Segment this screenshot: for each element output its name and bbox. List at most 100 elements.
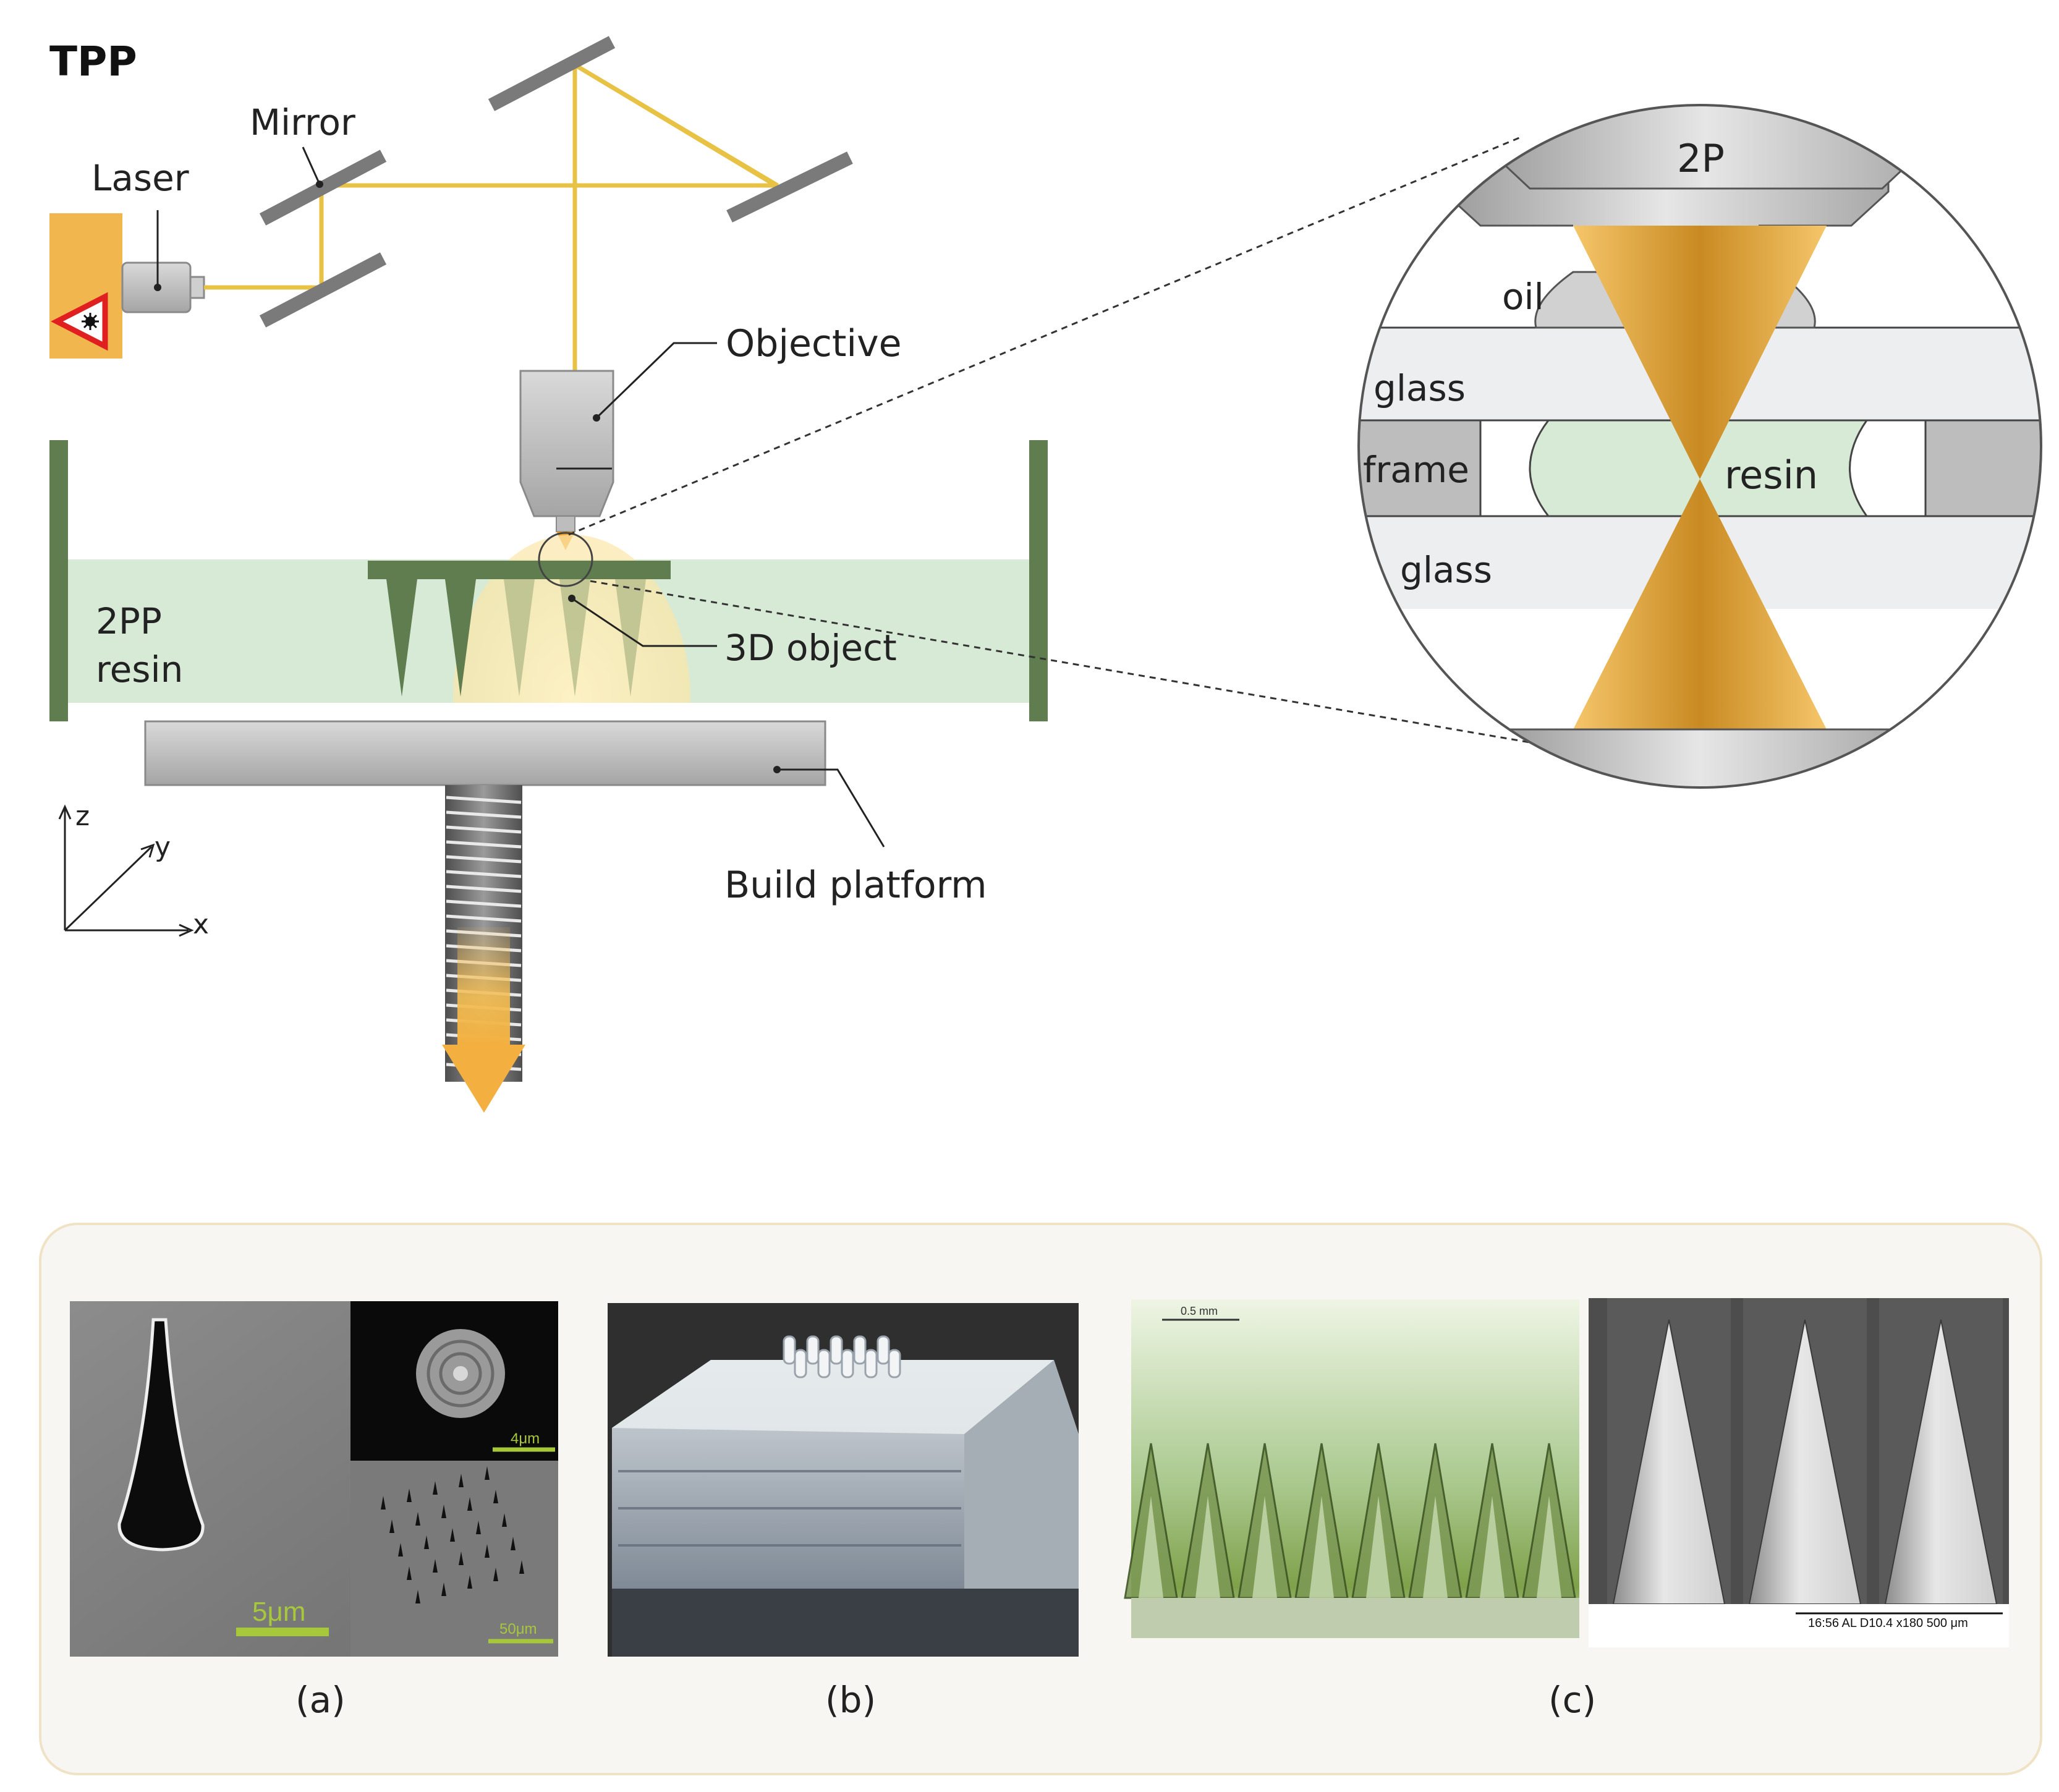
array-needle bbox=[389, 1519, 394, 1533]
peg bbox=[841, 1349, 854, 1378]
array-needle bbox=[407, 1488, 412, 1502]
array-needle bbox=[441, 1505, 446, 1518]
screw-thread bbox=[446, 914, 522, 923]
needle-1 bbox=[386, 579, 417, 697]
platform-label: Build platform bbox=[724, 864, 987, 907]
array-needle bbox=[433, 1559, 438, 1573]
panel-a-needle-array bbox=[381, 1466, 524, 1603]
panel-a: 4μm 50μm 5μm (a) bbox=[70, 1301, 558, 1721]
array-needle bbox=[424, 1535, 429, 1549]
down-arrow-icon bbox=[442, 927, 525, 1113]
screw-thread bbox=[446, 870, 522, 878]
screw-thread bbox=[446, 825, 522, 834]
array-needle bbox=[485, 1466, 490, 1480]
peg bbox=[830, 1335, 843, 1365]
panel-a-array-view bbox=[350, 1461, 558, 1657]
screw-thread bbox=[446, 840, 522, 849]
frame-left bbox=[1359, 419, 1482, 517]
zoom-inset: 2P oil glass frame resin glass bbox=[1357, 104, 2042, 789]
array-needle bbox=[467, 1497, 472, 1511]
panel-b-microneedles bbox=[783, 1335, 901, 1378]
laser-beam-path bbox=[204, 62, 784, 377]
peg bbox=[806, 1335, 820, 1365]
array-needle bbox=[441, 1582, 446, 1596]
axis-triad bbox=[58, 804, 194, 937]
panel-c-sem-footer: 16:56 AL D10.4 x180 500 μm bbox=[1808, 1616, 1968, 1630]
needle-highlight bbox=[1480, 1496, 1505, 1598]
peg bbox=[817, 1349, 831, 1378]
array-needle bbox=[450, 1528, 455, 1542]
peg bbox=[794, 1349, 807, 1378]
peg bbox=[853, 1335, 867, 1365]
panel-a-scale-array: 50μm bbox=[499, 1621, 537, 1637]
inset-oil-label: oil bbox=[1502, 276, 1544, 318]
needle-4 bbox=[559, 579, 590, 697]
array-needle bbox=[415, 1590, 420, 1603]
panel-c-sem-needles bbox=[1607, 1298, 2003, 1605]
array-needle bbox=[493, 1490, 498, 1503]
needle-2 bbox=[445, 579, 476, 697]
mirror-4 bbox=[726, 151, 853, 223]
array-needle bbox=[407, 1566, 412, 1580]
peg bbox=[877, 1335, 890, 1365]
peg bbox=[783, 1335, 796, 1365]
objective-lens: Objective bbox=[519, 322, 902, 550]
object-label: 3D object bbox=[724, 627, 897, 669]
screw-thread bbox=[446, 796, 522, 804]
figure-title: TPP bbox=[49, 38, 137, 85]
laser-label: Laser bbox=[91, 157, 189, 199]
screw-thread bbox=[446, 885, 522, 893]
axis-x-label: x bbox=[193, 909, 209, 940]
panel-c-scale-optical: 0.5 mm bbox=[1181, 1305, 1218, 1317]
needle-highlight bbox=[1309, 1496, 1334, 1598]
array-needle bbox=[459, 1552, 464, 1565]
inset-lens-label: 2P bbox=[1677, 136, 1725, 181]
needle-3 bbox=[504, 579, 535, 697]
inset-resin-label: resin bbox=[1725, 452, 1818, 498]
array-needle bbox=[511, 1537, 516, 1550]
panel-a-caption: (a) bbox=[295, 1679, 346, 1721]
laser-warning-icon bbox=[51, 292, 108, 351]
axis-z-label: z bbox=[75, 800, 90, 832]
array-needle bbox=[398, 1543, 403, 1556]
array-needle bbox=[519, 1560, 524, 1574]
laser-unit: Laser bbox=[49, 157, 205, 359]
mirrors: Mirror bbox=[250, 36, 853, 328]
mirror-3 bbox=[488, 36, 616, 111]
panel-a-scale-main: 5μm bbox=[252, 1597, 305, 1627]
panel-b-caption: (b) bbox=[825, 1679, 876, 1721]
array-needle bbox=[493, 1568, 498, 1581]
inset-frame-label: frame bbox=[1363, 449, 1469, 491]
focus-cone-lower bbox=[1573, 479, 1827, 729]
array-needle bbox=[381, 1496, 386, 1510]
objective-label: Objective bbox=[726, 322, 902, 365]
object-base bbox=[368, 561, 671, 579]
array-needle bbox=[467, 1575, 472, 1589]
panel-a-microneedle bbox=[117, 1318, 205, 1552]
array-needle bbox=[415, 1512, 420, 1526]
screw-thread bbox=[446, 810, 522, 819]
focus-cone-upper bbox=[1573, 226, 1827, 479]
peg bbox=[864, 1349, 878, 1378]
axis-y-label: y bbox=[155, 831, 171, 863]
needle-highlight bbox=[1252, 1496, 1277, 1598]
array-needle bbox=[502, 1513, 507, 1527]
needle-highlight bbox=[1139, 1496, 1163, 1598]
mirror-1 bbox=[259, 150, 387, 226]
array-needle bbox=[459, 1474, 464, 1487]
peg bbox=[888, 1349, 901, 1378]
build-platform: Build platform bbox=[144, 720, 987, 907]
mirror-2 bbox=[259, 252, 387, 328]
screw-thread bbox=[446, 855, 522, 864]
needle-highlight bbox=[1366, 1496, 1391, 1598]
needle-highlight bbox=[1195, 1496, 1220, 1598]
needle-highlight bbox=[1423, 1496, 1448, 1598]
array-needle bbox=[433, 1481, 438, 1495]
array-needle bbox=[485, 1544, 490, 1558]
array-needle bbox=[476, 1521, 481, 1534]
panel-a-scale-inset: 4μm bbox=[511, 1430, 540, 1447]
mirror-label: Mirror bbox=[250, 101, 355, 143]
inset-glass-bottom-label: glass bbox=[1400, 549, 1492, 591]
zoom-guide-lines bbox=[568, 136, 1574, 751]
